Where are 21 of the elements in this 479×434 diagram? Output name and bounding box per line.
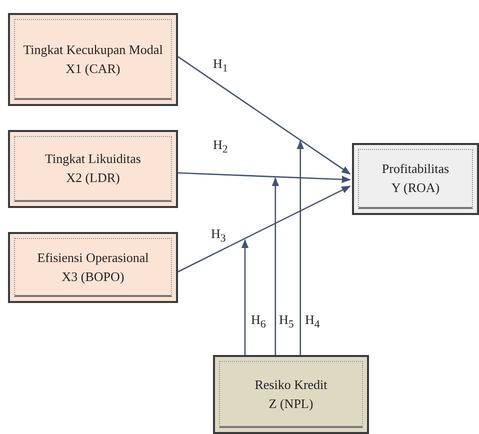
- variable-box: [8, 232, 178, 303]
- box-text: X2 (LDR): [66, 169, 120, 187]
- box-text: Y (ROA): [391, 179, 440, 197]
- box-text: Efisiensi Operasional: [37, 248, 149, 267]
- variable-box: [352, 143, 479, 215]
- variable-box: [8, 13, 178, 106]
- box-text: Tingkat Kecukupan Modal: [23, 40, 163, 59]
- box-text: Z (NPL): [268, 394, 314, 413]
- arrow: [296, 140, 304, 355]
- box-text: X3 (BOPO): [62, 268, 124, 286]
- arrow: [178, 186, 351, 272]
- arrow: [178, 172, 351, 184]
- variable-box: [8, 130, 178, 208]
- arrow: [178, 56, 351, 174]
- box-text: Resiko Kredit: [254, 376, 328, 394]
- arrow: [272, 177, 280, 355]
- arrow: [241, 239, 249, 355]
- box-text: X1 (CAR): [66, 60, 120, 78]
- box-text: Profitabilitas: [382, 160, 450, 178]
- variable-box: [213, 355, 369, 434]
- box-text: Tingkat Likuiditas: [45, 150, 141, 168]
